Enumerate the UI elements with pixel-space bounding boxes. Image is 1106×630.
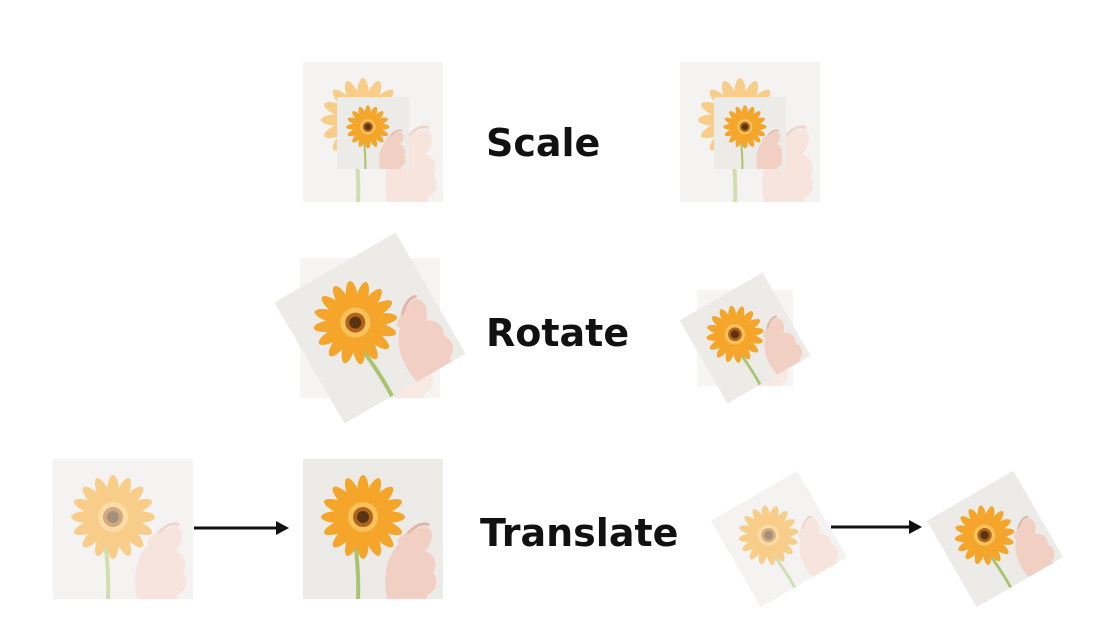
flower-photo-icon xyxy=(303,458,443,600)
arrow-right-icon xyxy=(194,521,289,535)
translate-moved-photo xyxy=(303,458,443,600)
arrow-right-icon xyxy=(831,520,922,534)
translate-result-original-photo xyxy=(711,471,848,608)
translate-label: Translate xyxy=(480,511,679,555)
flower-photo-icon xyxy=(337,97,409,169)
scale-scaled-photo xyxy=(337,97,409,169)
flower-photo-icon xyxy=(53,458,193,600)
translate-original-photo xyxy=(53,458,193,600)
flower-photo-icon xyxy=(711,471,848,608)
translate-result-moved-photo xyxy=(927,471,1064,608)
flower-photo-icon xyxy=(927,471,1064,608)
flower-photo-icon xyxy=(714,97,786,169)
scale-result-scaled-photo xyxy=(714,97,786,169)
scale-label: Scale xyxy=(486,121,601,165)
rotate-label: Rotate xyxy=(486,311,630,355)
